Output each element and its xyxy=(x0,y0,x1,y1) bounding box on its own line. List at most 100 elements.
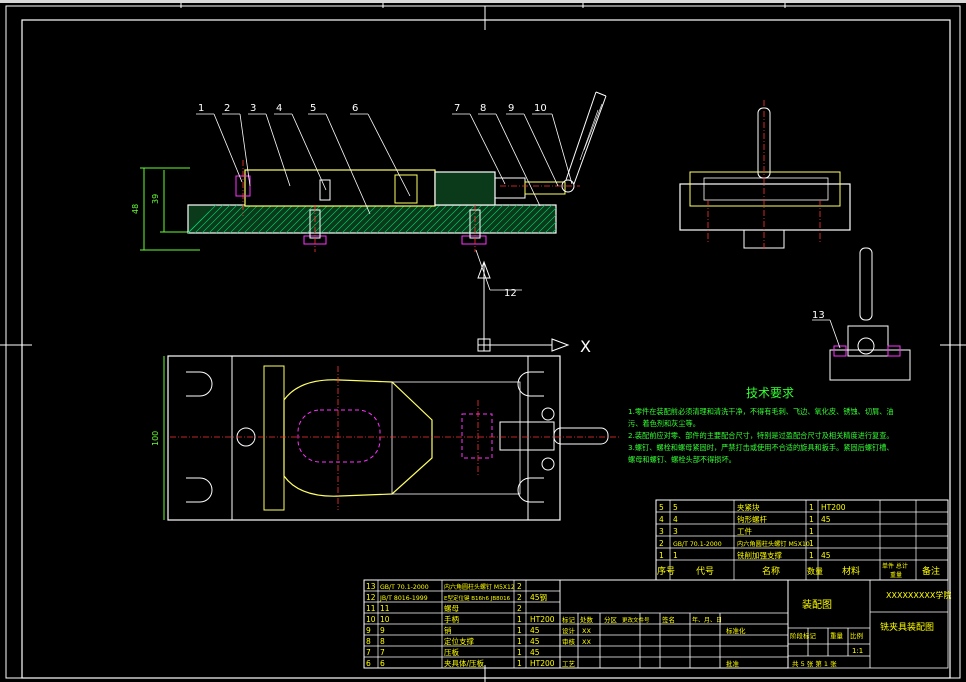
header-code: 代号 xyxy=(696,566,714,577)
hatch-line xyxy=(194,204,224,234)
upper-row-4-code: 4 xyxy=(673,515,678,524)
upper-row-1-qty: 1 xyxy=(809,551,814,560)
hatch-line xyxy=(264,204,294,234)
upper-row-1-code: 1 xyxy=(673,551,678,560)
lower-row-6-material: HT200 xyxy=(530,659,555,668)
hatch-line xyxy=(397,204,427,234)
workpiece-block xyxy=(244,169,436,207)
view-direction-arrow xyxy=(477,260,570,352)
balloon-6: 6 xyxy=(352,103,358,114)
hatch-line xyxy=(439,204,469,234)
header-weight2: 重量 xyxy=(890,571,902,579)
tb-label-change: 更改文件号 xyxy=(622,616,650,624)
part-name: 铣夹具装配图 xyxy=(880,621,934,633)
hatch-line xyxy=(201,204,231,234)
tb-scale-value: 1:1 xyxy=(852,647,863,655)
lower-row-13-name: 内六角圆柱头螺钉 M5X12 xyxy=(444,583,515,591)
upper-row-3-no: 3 xyxy=(659,527,664,536)
header-qty: 数量 xyxy=(807,566,823,576)
window-top-edge xyxy=(0,0,966,3)
lower-row-7-material: 45 xyxy=(530,648,540,657)
hatch-line xyxy=(215,204,245,234)
hatch-line xyxy=(187,204,217,234)
tech-note-line-5: 螺母和螺钉、螺栓头部不得损坏。 xyxy=(628,455,736,464)
base-hatching xyxy=(187,204,557,234)
plan-workpiece xyxy=(283,379,433,497)
balloon-5: 5 xyxy=(310,103,316,114)
tb-label-count: 处数 xyxy=(580,615,594,624)
plan-clamp-plate xyxy=(391,381,521,495)
drawing-background xyxy=(0,3,966,682)
parts-list-lower: 13 GB/T 70.1-2000 内六角圆柱头螺钉 M5X12 2 12 JB… xyxy=(363,579,789,669)
hatch-line xyxy=(376,204,406,234)
hatch-line xyxy=(404,204,434,234)
lower-row-13-code: GB/T 70.1-2000 xyxy=(380,584,429,591)
hatch-line xyxy=(516,204,546,234)
tb-standard: 标准化 xyxy=(726,626,746,635)
hatch-line xyxy=(271,204,301,234)
handle-lever xyxy=(565,91,607,185)
upper-row-4-material: 45 xyxy=(821,515,831,524)
lower-row-9-material: 45 xyxy=(530,626,540,635)
hatch-line xyxy=(390,204,420,234)
balloon-10: 10 xyxy=(534,103,547,114)
lower-row-10-no: 10 xyxy=(366,615,376,624)
header-remark: 备注 xyxy=(922,565,940,577)
hatch-line xyxy=(355,204,385,234)
tb-scale-label: 比例 xyxy=(850,631,863,640)
lower-row-12-no: 12 xyxy=(366,593,376,602)
hatch-line xyxy=(530,207,557,234)
upper-row-3-name: 工件 xyxy=(737,526,752,536)
hatch-line xyxy=(285,204,315,234)
tb-label-zone: 分区 xyxy=(604,615,618,624)
lower-row-11-no: 11 xyxy=(366,604,376,613)
upper-row-5-code: 5 xyxy=(673,503,678,512)
hatch-line xyxy=(229,204,259,234)
lower-row-13-qty: 2 xyxy=(517,582,522,591)
hatch-line xyxy=(278,204,308,234)
hatch-line xyxy=(362,204,392,234)
lower-row-7-code: 7 xyxy=(380,648,385,657)
hatch-line xyxy=(334,204,364,234)
hatch-line xyxy=(544,221,557,234)
header-weight: 单件 总计 xyxy=(882,562,908,570)
detail-hole xyxy=(857,337,875,355)
upper-row-5-material: HT200 xyxy=(821,503,846,512)
upper-row-1-material: 45 xyxy=(821,551,831,560)
tech-note-line-1: 1.零件在装配前必须清理和清洗干净，不得有毛刺、飞边、氧化皮、锈蚀、切屑、油 xyxy=(628,407,894,416)
tech-note-line-2: 污、着色剂和灰尘等。 xyxy=(628,419,700,428)
upper-row-1-no: 1 xyxy=(659,551,664,560)
lower-row-8-material: 45 xyxy=(530,637,540,646)
hatch-line xyxy=(348,204,378,234)
detail-handle xyxy=(859,247,873,321)
plan-centerlines xyxy=(170,366,620,510)
upper-row-3-qty: 1 xyxy=(809,527,814,536)
upper-row-2-no: 2 xyxy=(659,539,664,548)
balloon-2: 2 xyxy=(224,103,230,114)
hatch-line xyxy=(502,204,532,234)
hatch-line xyxy=(313,204,343,234)
balloon-9: 9 xyxy=(508,103,514,114)
lower-row-10-qty: 1 xyxy=(517,615,522,624)
upper-row-5-qty: 1 xyxy=(809,503,814,512)
inner-slot xyxy=(394,174,418,204)
balloon-1: 1 xyxy=(198,103,204,114)
lower-row-11-name: 螺母 xyxy=(444,603,459,613)
lower-row-12-code: JB/T 8016-1999 xyxy=(379,595,428,602)
balloon-3: 3 xyxy=(250,103,256,114)
tb-sheets: 共 5 张 第 1 张 xyxy=(792,659,837,668)
tb-label-sign: 签名 xyxy=(662,615,675,624)
hatch-line xyxy=(208,204,238,234)
hatch-line xyxy=(418,204,448,234)
hatch-line xyxy=(481,204,511,234)
hatch-line xyxy=(488,204,518,234)
lower-row-7-no: 7 xyxy=(366,648,371,657)
lower-row-12-material: 45钢 xyxy=(530,592,547,602)
lower-row-11-code: 11 xyxy=(380,604,390,613)
hatch-line xyxy=(383,204,413,234)
inner-pin xyxy=(319,179,331,201)
side-body xyxy=(689,171,841,207)
lower-row-8-name: 定位支撑 xyxy=(444,636,474,646)
plan-inner xyxy=(231,355,529,521)
lower-row-9-name: 销 xyxy=(444,625,452,635)
